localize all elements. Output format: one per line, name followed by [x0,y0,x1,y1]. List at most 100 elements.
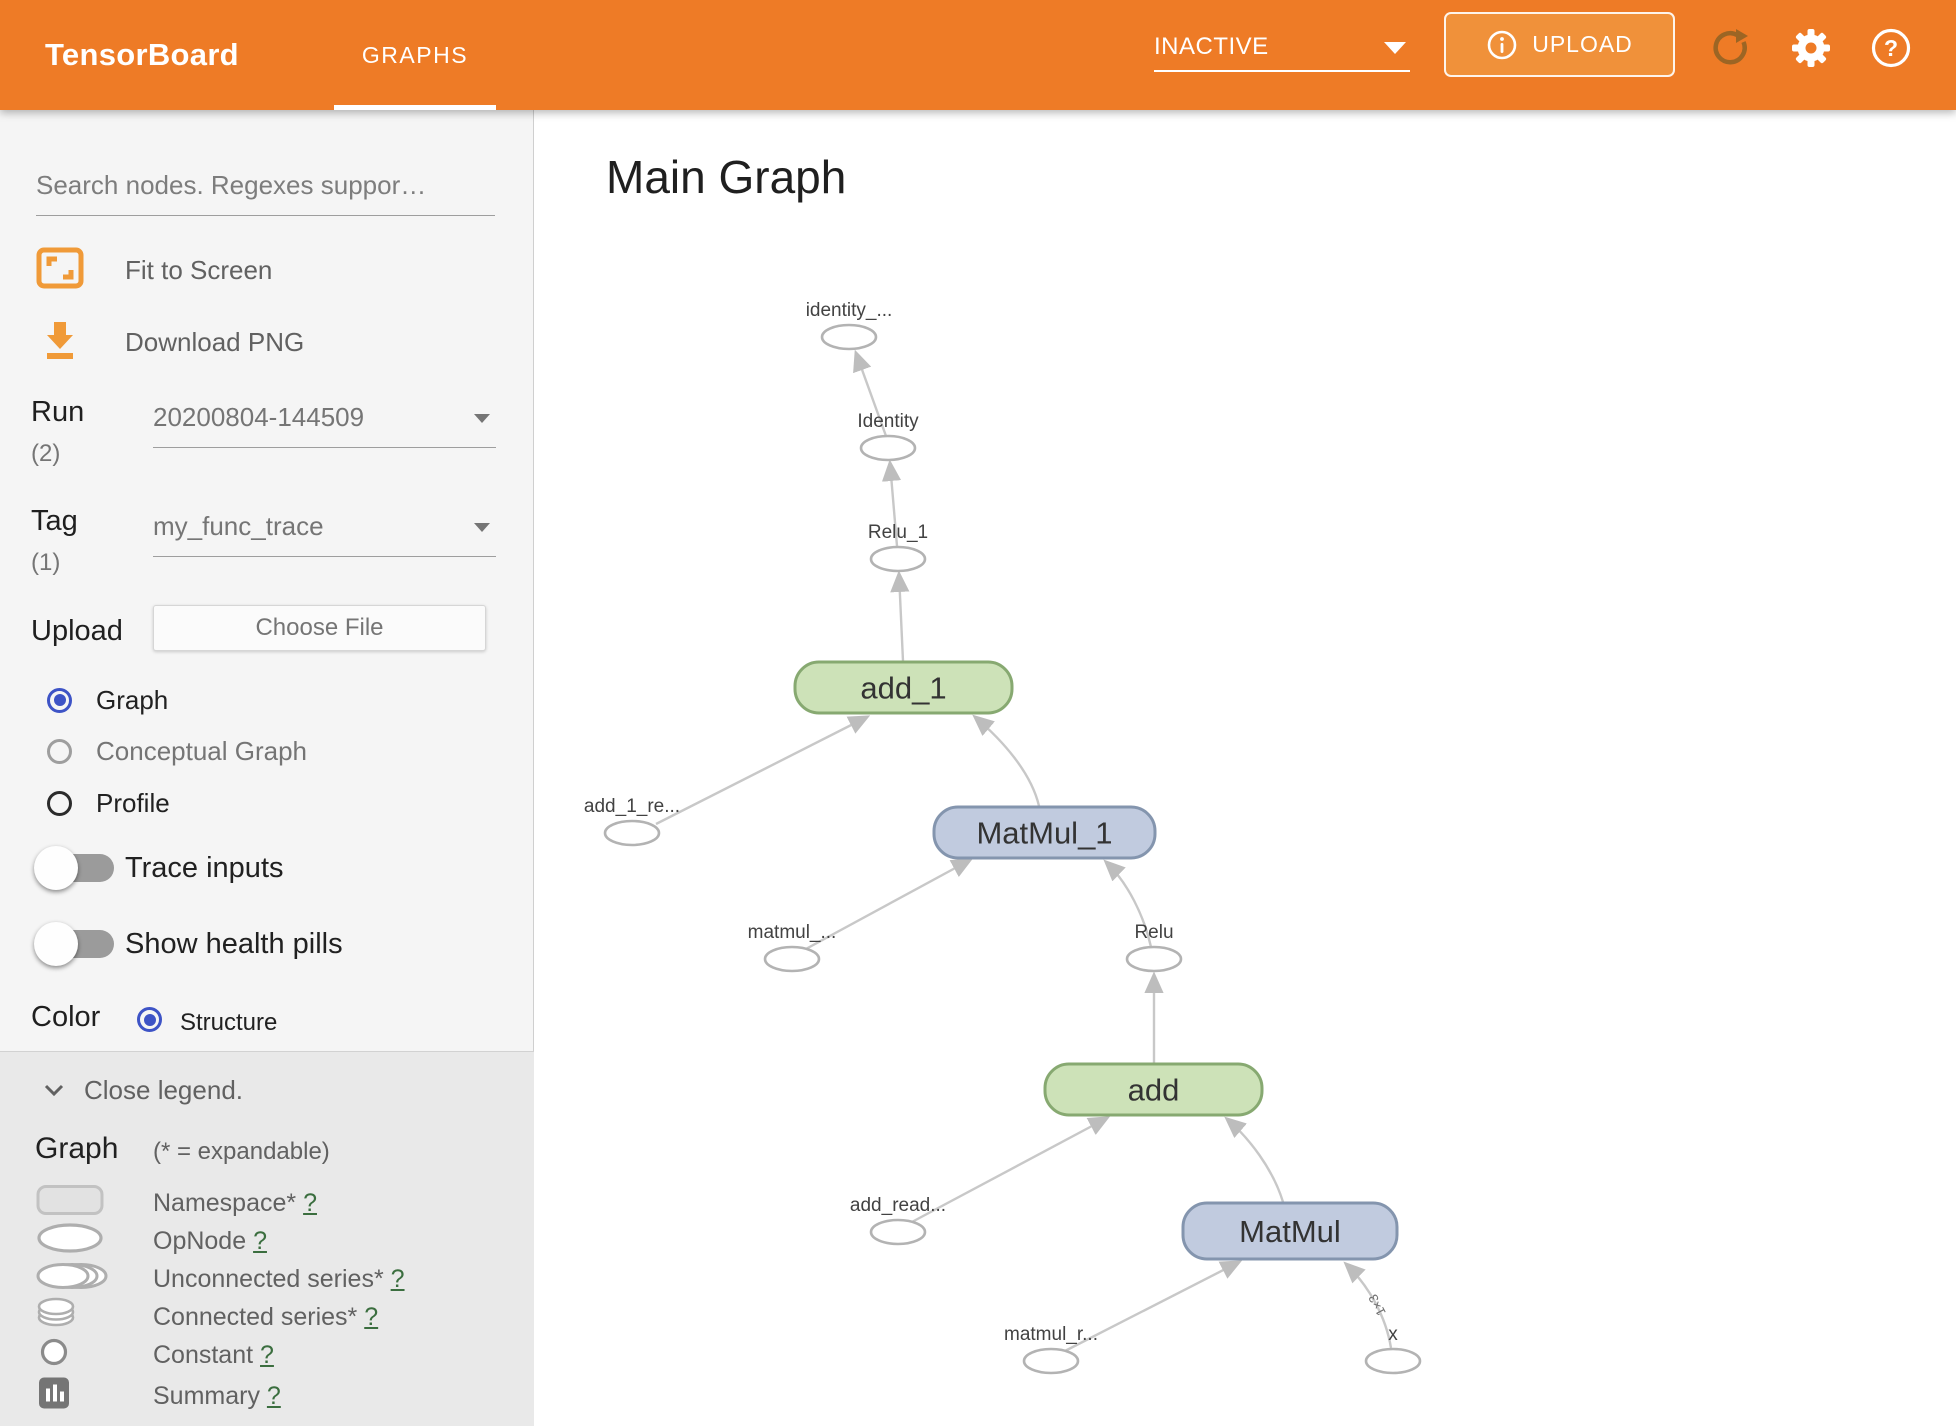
search-field [36,162,495,216]
fit-to-screen-icon [36,247,84,294]
upload-button[interactable]: UPLOAD [1444,12,1675,77]
block-node-add[interactable]: add [1043,1062,1264,1117]
block-node-label: MatMul [1239,1214,1341,1249]
run-select[interactable]: 20200804-144509 [153,402,496,448]
refresh-button[interactable] [1709,26,1753,70]
download-icon [40,320,80,365]
settings-button[interactable] [1789,26,1833,70]
help-link[interactable]: ? [390,1264,405,1293]
graph-edge [1062,1260,1243,1354]
legend-item-label: Constant ? [153,1340,274,1369]
help-link[interactable]: ? [260,1340,274,1369]
radio-label: Profile [96,787,170,818]
chevron-down-icon [474,414,490,423]
chevron-down-icon [1384,42,1406,54]
legend-heading-note: (* = expandable) [153,1138,330,1165]
view-radio-graph[interactable]: Graph [0,680,534,720]
color-by-label: Color [31,1001,101,1033]
toggle-thumb[interactable] [34,846,78,890]
refresh-icon [1713,29,1748,65]
legend-item-connected: Connected series* ? [0,1297,534,1336]
op-node-identity_[interactable]: identity_... [806,300,893,351]
page-title: Main Graph [606,151,847,203]
op-node-label: add_read... [850,1195,946,1216]
radio-label: Graph [96,684,169,715]
radio-icon[interactable] [47,790,72,816]
block-node-MatMul[interactable]: MatMul [1181,1201,1399,1261]
op-node-matmul_[interactable]: matmul_... [748,922,837,973]
upload-button-label: UPLOAD [1532,31,1633,57]
run-label: Run [31,396,85,428]
legend-item-label: Namespace* ? [153,1188,317,1217]
op-node-Identity[interactable]: Identity [857,411,919,462]
help-link[interactable]: ? [266,1381,281,1410]
sidebar: Fit to Screen Download PNG Run (2) 20200… [0,110,534,1426]
tag-select[interactable]: my_func_trace [153,511,496,557]
legend-panel: Close legend. Graph (* = expandable) Nam… [0,1051,534,1426]
download-png-label: Download PNG [125,326,305,357]
op-node-add_1_re[interactable]: add_1_re... [584,796,680,847]
op-node-label: Relu_1 [868,522,928,543]
unconnected-shape-icon [36,1259,108,1300]
close-legend-button[interactable]: Close legend. [0,1070,534,1110]
toggle-thumb[interactable] [34,922,78,966]
graph-edge [890,570,910,662]
close-legend-label: Close legend. [84,1074,243,1105]
op-node-label: x [1388,1324,1398,1345]
radio-icon[interactable] [47,738,72,764]
op-node-label: identity_... [806,300,893,321]
namespace-shape-icon [36,1183,108,1224]
help-link[interactable]: ? [303,1188,317,1217]
op-node-add_read[interactable]: add_read... [850,1195,946,1246]
block-node-add_1[interactable]: add_1 [793,660,1014,715]
op-node-Relu_1[interactable]: Relu_1 [868,522,928,573]
help-button[interactable]: ? [1869,26,1913,70]
help-link[interactable]: ? [364,1302,379,1331]
tab-graphs-label: GRAPHS [361,41,469,68]
legend-item-opnode: OpNode ? [0,1222,534,1260]
graph-edge [1103,859,1153,948]
data-status-value: INACTIVE [1154,33,1269,60]
legend-item-unconnected: Unconnected series* ? [0,1260,534,1298]
run-select-value: 20200804-144509 [153,402,365,432]
view-radio-profile[interactable]: Profile [0,783,534,823]
op-node-label: Identity [857,411,919,432]
view-radio-conceptual-graph[interactable]: Conceptual Graph [0,731,534,771]
op-node-label: matmul_r... [1004,1324,1098,1345]
chevron-down-icon [474,523,490,532]
graph-edge [1224,1116,1285,1203]
app-logo: TensorBoard [45,37,239,72]
tab-graphs[interactable]: GRAPHS [334,0,496,110]
edge-shape-label: 1×3 [1365,1292,1389,1319]
block-node-label: add [1128,1073,1180,1108]
download-png-button[interactable]: Download PNG [0,316,534,368]
app-header: TensorBoard GRAPHS INACTIVE UPLOAD [0,0,1956,110]
op-node-x[interactable]: x [1364,1324,1422,1375]
search-input[interactable] [36,162,495,215]
tab-active-indicator [334,105,496,110]
info-icon [1487,30,1517,59]
legend-item-summary: Summary ? [0,1377,534,1415]
data-status-dropdown[interactable]: INACTIVE [1154,24,1410,72]
color-structure-radio[interactable] [137,1007,162,1032]
graph-edge [803,858,974,952]
toggle-trace-inputs[interactable]: Trace inputs [0,843,534,893]
tag-select-value: my_func_trace [153,511,324,541]
toggle-show-health-pills[interactable]: Show health pills [0,919,534,969]
legend-item-label: OpNode ? [153,1226,267,1255]
radio-icon[interactable] [47,687,72,713]
help-link[interactable]: ? [253,1226,267,1255]
legend-item-label: Connected series* ? [153,1302,379,1331]
op-node-matmul_r[interactable]: matmul_r... [1004,1324,1098,1375]
toggle-label: Show health pills [125,927,343,960]
op-node-label: matmul_... [748,922,837,943]
op-node-Relu[interactable]: Relu [1125,922,1183,973]
fit-to-screen-button[interactable]: Fit to Screen [0,244,534,296]
legend-item-label: Summary ? [153,1381,281,1410]
choose-file-label: Choose File [255,614,384,641]
block-node-MatMul_1[interactable]: MatMul_1 [932,805,1157,860]
tag-count: (1) [31,549,61,576]
choose-file-button[interactable]: Choose File [153,605,486,651]
